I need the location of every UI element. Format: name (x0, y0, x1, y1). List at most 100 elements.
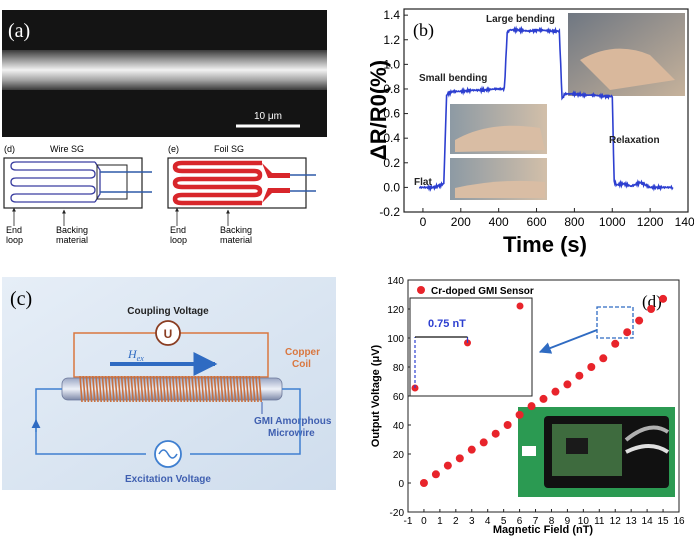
zoom-box (596, 306, 634, 339)
sensor-point (527, 402, 536, 411)
d-ytick-label: 140 (387, 276, 404, 287)
sensor-point (635, 316, 644, 325)
coil-turn (156, 375, 160, 403)
annot-flat: Flat (414, 177, 432, 188)
sensor-point (431, 470, 440, 479)
b-xtick-label: 400 (489, 215, 509, 229)
foil-backing-2: material (220, 235, 252, 245)
d-xtick-label: 14 (642, 516, 654, 527)
sensor-point (623, 328, 632, 337)
coil-turn (146, 375, 150, 403)
b-xlabel: Time (s) (503, 232, 587, 257)
d-ytick-label: 20 (393, 450, 405, 461)
b-ytick-label: 1.2 (383, 33, 400, 47)
coil-turn (258, 375, 262, 403)
coil-turn (101, 375, 106, 403)
excitation-voltage-label: Excitation Voltage (125, 474, 211, 485)
coil-turn (159, 375, 163, 403)
wire-sg-tab (96, 164, 128, 200)
d-xtick-label: 16 (673, 516, 685, 527)
coil-turn (191, 375, 195, 403)
panel-label-a: (a) (8, 20, 30, 42)
b-ytick-label: 0.4 (383, 131, 400, 145)
resistance-curve (418, 25, 674, 192)
panel-label-d-small: (d) (4, 144, 15, 154)
coil-turn (168, 375, 173, 403)
coil-turn (245, 375, 250, 403)
wire-sg-backing (3, 157, 143, 209)
sensor-point (467, 445, 476, 454)
gmi-label-1: GMI Amorphous (254, 416, 332, 427)
coil-turn (92, 375, 96, 403)
coil-turn (172, 375, 176, 403)
coil-turn (236, 375, 240, 403)
coil-turn (85, 375, 90, 403)
d-xtick-label: 7 (533, 516, 539, 527)
sensor-point (515, 410, 524, 419)
coil-turn (188, 375, 192, 403)
d-xtick-label: -1 (404, 516, 413, 527)
foil-end-loop-2: loop (170, 235, 187, 245)
coil-turn (255, 375, 259, 403)
coil-turn (111, 375, 115, 403)
coil-turn (175, 375, 179, 403)
b-xtick-label: 0 (420, 215, 427, 229)
coil-turn (223, 375, 227, 403)
coil-turn (210, 375, 214, 403)
panel-b: 0200400600800100012001400-0.20.00.20.40.… (366, 8, 694, 257)
coil-turn (143, 375, 147, 403)
sensor-point (443, 461, 452, 470)
resistance-line (418, 25, 674, 192)
sensor-point (551, 387, 560, 396)
d-xtick-label: 12 (610, 516, 622, 527)
coil-turn (194, 375, 198, 403)
b-ytick-label: 0.8 (383, 82, 400, 96)
inset-points (411, 302, 524, 392)
d-ytick-label: 100 (387, 334, 404, 345)
inset-point (516, 302, 524, 310)
coil-turn (95, 375, 99, 403)
sensor-point (479, 438, 488, 447)
scale-bar-label: 10 μm (254, 111, 282, 122)
b-xtick-label: 1400 (675, 215, 694, 229)
b-xtick-label: 800 (564, 215, 584, 229)
b-ytick-label: 1.0 (383, 57, 400, 71)
coil-turn (226, 375, 230, 403)
sensor-point (647, 305, 656, 313)
b-xtick-label: 200 (451, 215, 471, 229)
coil-turn (197, 375, 202, 403)
wire-sg-title: Wire SG (50, 144, 84, 154)
coil-turn (79, 375, 83, 403)
annot-relaxation: Relaxation (609, 135, 660, 146)
d-ytick-label: 80 (393, 363, 405, 374)
sensor-point (503, 421, 512, 429)
sensor-point (419, 479, 428, 487)
b-xtick-label: 1000 (599, 215, 626, 229)
panel-label-d: (d) (642, 292, 662, 311)
annot-large-bending: Large bending (486, 14, 555, 25)
coupling-voltage-label: Coupling Voltage (127, 306, 209, 317)
legend-marker (417, 286, 425, 294)
field-label: Hex (127, 347, 144, 363)
coil-turn (204, 375, 208, 403)
panel-label-e-small: (e) (168, 144, 179, 154)
d-xtick-label: 4 (485, 516, 491, 527)
coil-turn (149, 375, 154, 403)
b-ytick-label: 1.4 (383, 8, 400, 22)
coil-turn (248, 375, 253, 403)
wire-end-loop-2: loop (6, 235, 23, 245)
d-xtick-label: 2 (453, 516, 459, 527)
zoom-arrow (538, 329, 598, 354)
coil-turn (200, 375, 205, 403)
copper-coil (79, 375, 262, 403)
coil-turn (213, 375, 218, 403)
d-ytick-label: 120 (387, 305, 404, 316)
coil-turn (162, 375, 166, 403)
b-ytick-label: 0.0 (383, 180, 400, 194)
d-ylabel: Output Voltage (μV) (370, 344, 382, 447)
sensor-point (563, 380, 572, 389)
coil-turn (165, 375, 170, 403)
b-ytick-label: 0.6 (383, 107, 400, 121)
foil-sg-title: Foil SG (214, 144, 244, 154)
